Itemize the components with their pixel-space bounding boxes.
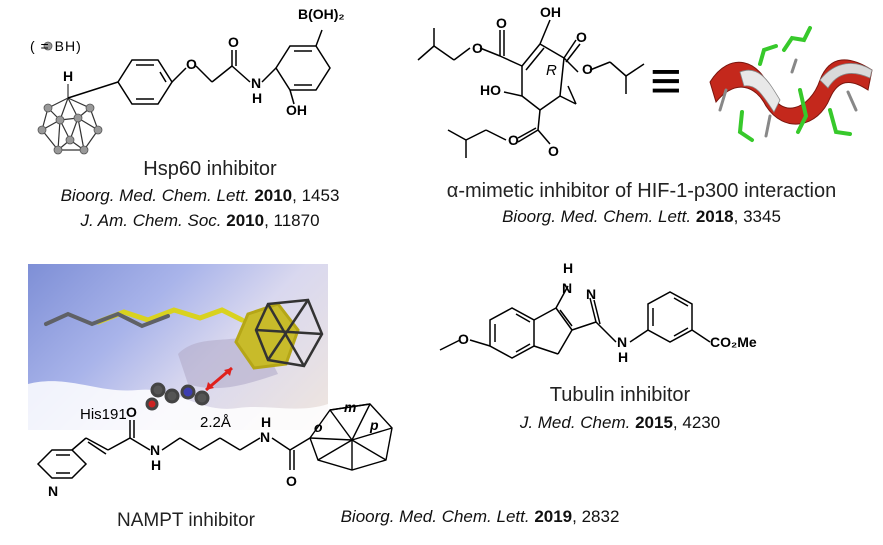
hsp60-panel: ( = BH) H O O N H B(OH)₂ OH Hsp60 inhibi… — [0, 0, 420, 250]
nampt-ref: Bioorg. Med. Chem. Lett. 2019, 2832 — [300, 507, 660, 527]
hsp60-ref2-page: , 11870 — [264, 211, 320, 230]
nampt-ref-journal: Bioorg. Med. Chem. Lett. — [340, 507, 530, 526]
hsp60-atom-o-ether: O — [186, 56, 197, 72]
hif-atom-r: R — [546, 62, 557, 79]
nampt-his-label: His191 — [80, 406, 127, 423]
nampt-carborane-cage — [309, 403, 393, 471]
hsp60-atom-o-carbonyl: O — [228, 34, 239, 50]
nampt-ligand-yellow — [95, 307, 245, 325]
hsp60-structure — [37, 29, 331, 155]
hsp60-boron-vertices — [37, 103, 103, 155]
hif-atom-ho-left: HO — [480, 82, 501, 98]
tubulin-name: Tubulin inhibitor — [549, 384, 691, 406]
hsp60-name: Hsp60 inhibitor — [143, 158, 277, 180]
hif-helix-render — [709, 26, 873, 142]
hsp60-ref1: Bioorg. Med. Chem. Lett. 2010, 1453 — [0, 186, 400, 206]
tubulin-atom-nh-ring: N — [562, 280, 573, 296]
tubulin-ref-page: , 4230 — [672, 413, 721, 432]
nampt-ref-year: 2019 — [534, 507, 573, 526]
hsp60-ref1-journal: Bioorg. Med. Chem. Lett. — [60, 186, 250, 205]
nampt-atom-h1: H — [151, 457, 161, 473]
nampt-atom-h2: H — [261, 414, 271, 430]
hif-helix-backbone-atoms — [718, 58, 858, 138]
nampt-atom-n1: N — [150, 442, 160, 458]
tubulin-atom-ester: CO₂Me — [710, 334, 757, 350]
tubulin-atom-n-ring2: N — [586, 286, 597, 302]
hif-atom-o4: O — [576, 29, 587, 45]
tubulin-ref-journal: J. Med. Chem. — [519, 413, 631, 432]
hsp60-ref1-year: 2010 — [254, 186, 293, 205]
nampt-distance-label: 2.2Å — [200, 414, 231, 431]
hif-atom-oh-top: OH — [540, 4, 561, 20]
hif-atom-o3: O — [582, 61, 593, 77]
hif-name: α-mimetic inhibitor of HIF-1-p300 intera… — [446, 180, 837, 202]
hif-helix-sidechains — [737, 26, 852, 142]
nampt-cage-m: m — [344, 399, 356, 415]
hif-ref-page: , 3345 — [733, 207, 781, 226]
tubulin-structure: O — [439, 285, 711, 359]
hif-structure: O O O O O O — [417, 15, 645, 159]
hif-equivalence-symbol: ≡ — [650, 51, 682, 111]
nampt-atom-n2: N — [260, 429, 270, 445]
hsp60-legend-dot — [43, 41, 53, 51]
nampt-cage-o: o — [314, 419, 323, 435]
tubulin-panel: O H N N N H CO₂Me Tubulin inhibitor J. M… — [420, 250, 883, 450]
hif-ref: Bioorg. Med. Chem. Lett. 2018, 3345 — [400, 207, 883, 227]
hsp60-ref2-year: 2010 — [226, 211, 265, 230]
hsp60-atom-oh: OH — [286, 102, 307, 118]
tubulin-ref: J. Med. Chem. 2015, 4230 — [480, 413, 760, 433]
tubulin-bonds — [439, 285, 711, 359]
tubulin-atom-h-link: H — [618, 349, 629, 365]
nampt-structure: N O N H N H O m o p — [36, 399, 393, 499]
nampt-cage-grey — [254, 298, 324, 368]
hsp60-ref1-page: , 1453 — [292, 186, 340, 205]
nampt-ligand-grey — [44, 311, 170, 329]
nampt-cage-p: p — [369, 417, 379, 433]
nampt-atom-n-pyr: N — [48, 483, 58, 499]
nampt-panel: His191 2.2Å N — [0, 250, 720, 545]
tubulin-ref-year: 2015 — [635, 413, 673, 432]
hif-atom-o1: O — [472, 40, 483, 56]
nampt-atom-o2: O — [286, 473, 297, 489]
hsp60-legend: ( = BH) — [30, 38, 82, 54]
nampt-his-residue — [145, 382, 210, 411]
hsp60-atom-h-amide: H — [252, 90, 263, 106]
tubulin-atom-n-link: N — [617, 334, 628, 350]
tubulin-atom-h-ring: H — [563, 260, 574, 276]
hif-atom-o2: O — [496, 15, 507, 31]
hsp60-ref2: J. Am. Chem. Soc. 2010, 11870 — [0, 211, 400, 231]
hif-atom-o5: O — [508, 132, 519, 148]
nampt-atom-o1: O — [126, 404, 137, 420]
hsp60-atom-h: H — [63, 68, 74, 84]
tubulin-atom-o: O — [458, 331, 469, 347]
hsp60-bonds — [67, 29, 331, 105]
hsp60-atom-n: N — [251, 75, 262, 91]
hif-atom-o6: O — [548, 143, 559, 159]
nampt-name: NAMPT inhibitor — [117, 510, 255, 531]
hsp60-ref2-journal: J. Am. Chem. Soc. — [80, 211, 222, 230]
nampt-bonds — [36, 420, 311, 479]
hif-panel: O O O O O O OH HO R ≡ α-mimetic inhibito… — [400, 0, 883, 250]
hif-ref-journal: Bioorg. Med. Chem. Lett. — [502, 207, 692, 226]
hif-bonds — [417, 19, 645, 158]
hif-ref-year: 2018 — [695, 207, 734, 226]
hsp60-atom-boronic: B(OH)₂ — [298, 6, 345, 22]
nampt-docking-render — [28, 264, 328, 430]
nampt-ref-page: , 2832 — [572, 507, 620, 526]
